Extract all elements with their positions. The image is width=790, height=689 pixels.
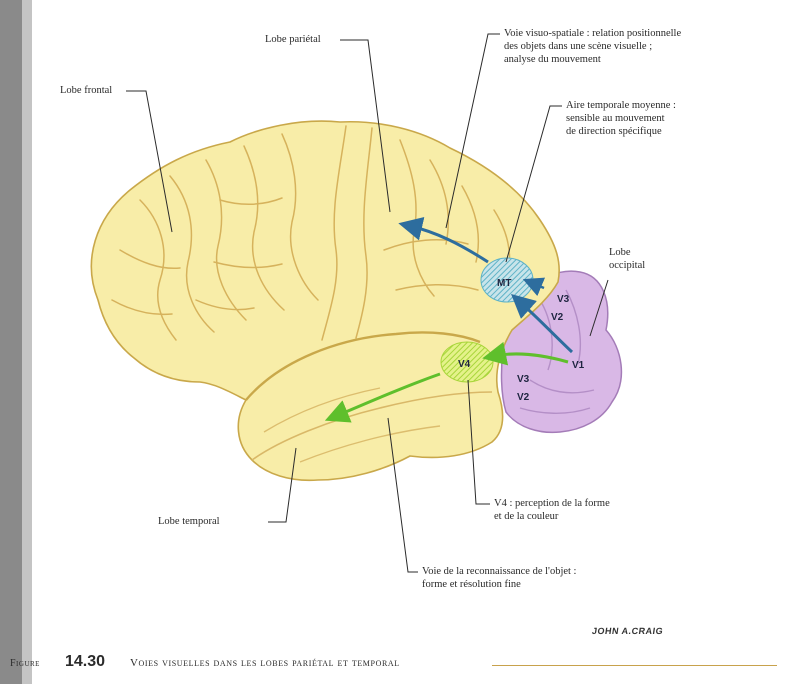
page-binding-edge — [22, 0, 32, 684]
label-v1: V1 — [572, 360, 585, 371]
label-visuo-spatial-line-1: Voie visuo-spatiale : relation positionn… — [504, 27, 681, 40]
label-occipital-line-2: occipital — [609, 259, 645, 272]
page-binding-shadow — [0, 0, 22, 684]
label-object-pathway: Voie de la reconnaissance de l'objet : f… — [422, 565, 576, 591]
figure-caption: Figure 14.30 Voies visuelles dans les lo… — [10, 654, 780, 676]
label-lobe-temporal: Lobe temporal — [158, 515, 220, 528]
label-occipital-line-1: Lobe — [609, 246, 645, 259]
label-mt-area-line-2: sensible au mouvement — [566, 112, 676, 125]
figure-prefix: Figure — [10, 658, 40, 669]
label-visuo-spatial-line-3: analyse du mouvement — [504, 53, 681, 66]
label-v3-upper: V3 — [557, 294, 570, 305]
figure-number: 14.30 — [65, 653, 105, 671]
label-lobe-parietal: Lobe pariétal — [265, 33, 321, 46]
caption-rule — [492, 665, 777, 666]
label-mt-area-line-1: Aire temporale moyenne : — [566, 99, 676, 112]
figure-title: Voies visuelles dans les lobes pariétal … — [130, 657, 400, 669]
label-mt-area: Aire temporale moyenne : sensible au mou… — [566, 99, 676, 138]
label-visuo-spatial-pathway: Voie visuo-spatiale : relation positionn… — [504, 27, 681, 66]
label-v2-lower: V2 — [517, 392, 530, 403]
label-mt-area-line-3: de direction spécifique — [566, 125, 676, 138]
label-v4-function: V4 : perception de la forme et de la cou… — [494, 497, 610, 523]
label-mt: MT — [497, 278, 511, 289]
label-v4: V4 — [458, 359, 471, 370]
label-v4-line-1: V4 : perception de la forme — [494, 497, 610, 510]
artist-signature: JOHN A.CRAIG — [591, 626, 664, 636]
label-lobe-occipital: Lobe occipital — [609, 246, 645, 272]
label-visuo-spatial-line-2: des objets dans une scène visuelle ; — [504, 40, 681, 53]
label-lobe-frontal: Lobe frontal — [60, 84, 112, 97]
label-v4-line-2: et de la couleur — [494, 510, 610, 523]
label-v3-lower: V3 — [517, 374, 530, 385]
label-object-pathway-line-2: forme et résolution fine — [422, 578, 576, 591]
label-v2-upper: V2 — [551, 312, 564, 323]
label-object-pathway-line-1: Voie de la reconnaissance de l'objet : — [422, 565, 576, 578]
